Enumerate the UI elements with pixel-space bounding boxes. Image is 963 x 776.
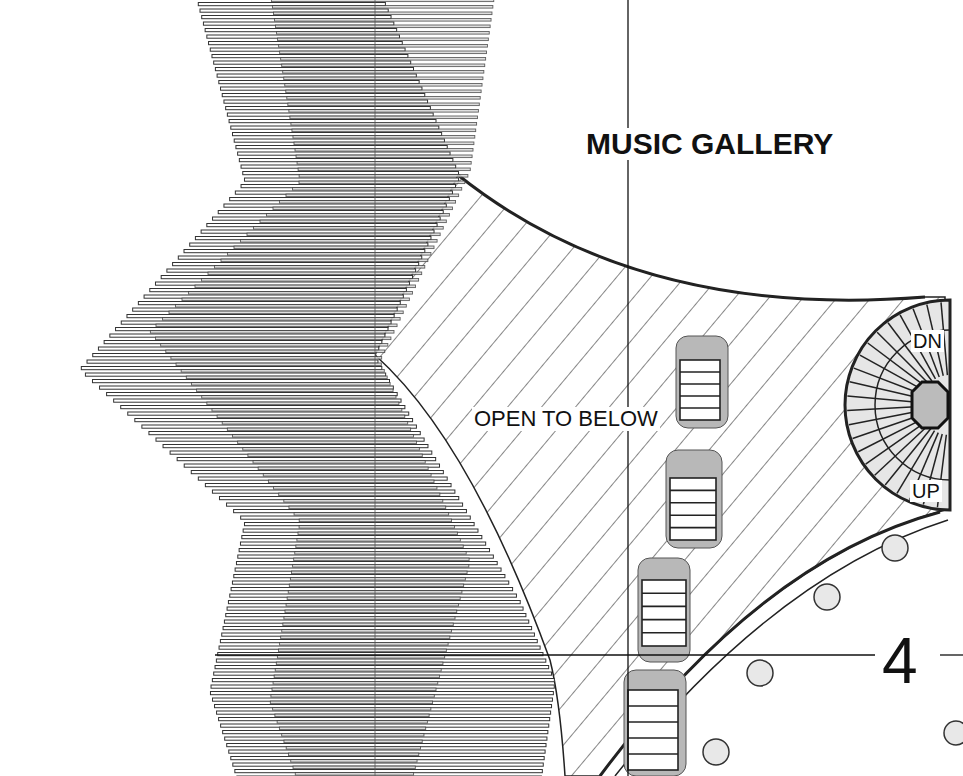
- room-label: OPEN TO BELOW: [472, 407, 660, 431]
- louver-fins: [81, 0, 554, 776]
- grid-line: [215, 654, 875, 655]
- slab-edge: [458, 175, 925, 300]
- room-label: DN: [911, 330, 944, 352]
- grid-number: 4: [880, 628, 920, 694]
- columns: [703, 535, 963, 765]
- grid-line: [627, 0, 628, 776]
- slab-edge: [600, 512, 940, 776]
- room-label: MUSIC GALLERY: [584, 128, 835, 160]
- spiral-stair: [845, 300, 950, 510]
- display-cases: [624, 336, 728, 776]
- grid-line: [940, 654, 963, 655]
- slab-edge: [615, 520, 948, 776]
- room-label: UP: [910, 480, 942, 502]
